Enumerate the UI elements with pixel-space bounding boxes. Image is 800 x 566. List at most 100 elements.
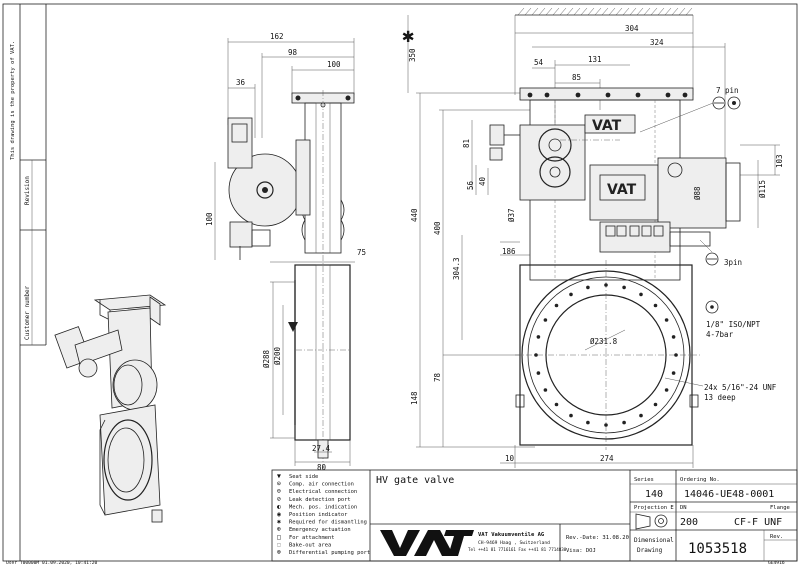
- legend-symbol-icon: ✱: [276, 518, 281, 526]
- bolt-hole: [604, 283, 608, 287]
- dim-37: Ø37: [507, 208, 516, 222]
- dn-value: 200: [680, 517, 698, 528]
- dim-131: 131: [588, 55, 602, 64]
- bolt-hole: [671, 335, 676, 339]
- drawing-label: Drawing: [637, 547, 663, 554]
- dim-36: 36: [236, 78, 246, 87]
- legend-symbol-icon: ◌: [277, 540, 281, 548]
- dim-400: 400: [433, 221, 442, 235]
- legend-item: For attachment: [289, 535, 334, 541]
- dim-75: 75: [357, 248, 366, 257]
- legend-item: Bake-out area: [289, 542, 331, 548]
- legend-item: Electrical connection: [289, 489, 357, 495]
- dim-100-vertical: 100: [205, 212, 214, 226]
- legend-symbol-icon: □: [277, 533, 281, 541]
- bolt-hole: [664, 388, 669, 392]
- series-label: Series: [634, 477, 654, 483]
- projection-label: Projection E: [634, 505, 674, 511]
- footer-user-stamp: User T00000M 01.09.2020, 10:41:20: [6, 560, 98, 566]
- front-annotations: 7 pin 3pin 1/8" ISO/NPT 4-7bar 24x 5/16"…: [639, 86, 777, 402]
- legend-symbol-icon: ⊗: [277, 548, 281, 556]
- dim-98: 98: [288, 48, 298, 57]
- bolt-hole-ring: [534, 283, 678, 427]
- legend-item: Leak detection port: [289, 497, 351, 503]
- bolt-hole: [569, 413, 573, 418]
- left-margin: This drawing is the property of VAT. Rev…: [10, 3, 47, 561]
- dim-85: 85: [572, 73, 581, 82]
- dim-350: 350: [408, 48, 417, 62]
- bolt-hole: [569, 292, 573, 297]
- dim-324: 324: [650, 38, 664, 47]
- position-indicator-icon: [727, 96, 741, 110]
- isometric-view: [54, 294, 167, 523]
- bolt-hole: [639, 413, 643, 418]
- front-view: 304 324 131 54 85 350 440 400 304.3 81 5…: [407, 15, 784, 468]
- series-value: 140: [645, 489, 663, 500]
- clearance-hatch: [515, 7, 693, 16]
- dim-100-top: 100: [327, 60, 341, 69]
- ordering-label: Ordering No.: [680, 477, 720, 483]
- rev-date: Rev.-Date: 31.08.20: [566, 535, 629, 541]
- vat-logo: [380, 530, 474, 556]
- vat-plate-logo: VAT: [592, 118, 622, 134]
- bolts-depth-label: 13 deep: [704, 393, 736, 402]
- legend-symbol-icon: ◐: [277, 502, 281, 510]
- drawing-number: 1053518: [688, 541, 747, 557]
- bolt-hole: [543, 388, 548, 392]
- title: HV gate valve: [376, 475, 454, 486]
- flange-value: CF-F UNF: [734, 517, 782, 528]
- bolt-hole: [653, 303, 658, 308]
- revision-label: Revision: [24, 176, 31, 205]
- legend-symbol-icon: ⊖: [277, 487, 281, 495]
- legend-item: Position indicator: [289, 512, 348, 518]
- dim-162: 162: [270, 32, 284, 41]
- rev-label: Rev.: [770, 534, 783, 540]
- pin7-label: 7 pin: [716, 86, 739, 95]
- legend-symbol-icon: ▼: [277, 472, 281, 480]
- company-address: CH-9469 Haag , Switzerland: [478, 540, 550, 546]
- dim-304-3: 304.3: [452, 257, 461, 280]
- dim-288: Ø288: [262, 349, 271, 368]
- bolt-hole: [534, 353, 538, 357]
- bolt-hole: [622, 420, 626, 425]
- legend-symbol-icon: ⊕: [277, 525, 281, 533]
- dim-88: Ø88: [693, 186, 702, 200]
- bolt-hole: [674, 353, 678, 357]
- dim-80: 80: [317, 463, 327, 472]
- dim-186: 186: [502, 247, 516, 256]
- dim-56: 56: [466, 180, 475, 190]
- bolt-hole: [664, 318, 669, 322]
- dim-115: Ø115: [758, 180, 767, 198]
- legend-item: Differential pumping port: [289, 550, 370, 556]
- flange-label: Flange: [770, 505, 790, 511]
- company-phone: Tel ++41 81 7716161 Fax ++41 81 7714830: [468, 547, 567, 552]
- dim-27-4: 27.4: [312, 444, 331, 453]
- dim-274: 274: [600, 454, 614, 463]
- pin3-label: 3pin: [724, 258, 742, 267]
- dim-103: 103: [775, 154, 784, 168]
- dim-304: 304: [625, 24, 639, 33]
- legend-item: Required for dismantling: [289, 520, 367, 526]
- dim-10: 10: [505, 454, 515, 463]
- property-note: This drawing is the property of VAT.: [10, 41, 16, 160]
- electrical-connection-3pin-icon: [705, 252, 719, 266]
- air-connection-icon: [705, 300, 719, 314]
- legend-symbol-icon: ⊙: [277, 480, 281, 488]
- projection-icon: [635, 513, 668, 530]
- dimensional-label: Dimensional: [634, 537, 674, 544]
- bolt-hole: [536, 371, 541, 375]
- dim-81: 81: [462, 139, 471, 148]
- bolt-hole: [554, 402, 559, 407]
- legend-item: Comp. air connection: [289, 482, 354, 488]
- dim-200: Ø200: [273, 346, 282, 365]
- customer-number-label: Customer number: [24, 285, 31, 340]
- port-pressure-label: 4-7bar: [706, 330, 734, 339]
- company-name: VAT Vakuumventile AG: [478, 532, 545, 538]
- seat-side-icon: [288, 322, 298, 332]
- bolt-hole: [536, 335, 541, 339]
- legend-symbol-icon: ⊘: [277, 495, 281, 503]
- title-block: HV gate valve VAT Vakuumventile AG CH-94…: [271, 469, 798, 562]
- dn-label: DN: [680, 505, 687, 511]
- bolt-hole: [622, 285, 626, 290]
